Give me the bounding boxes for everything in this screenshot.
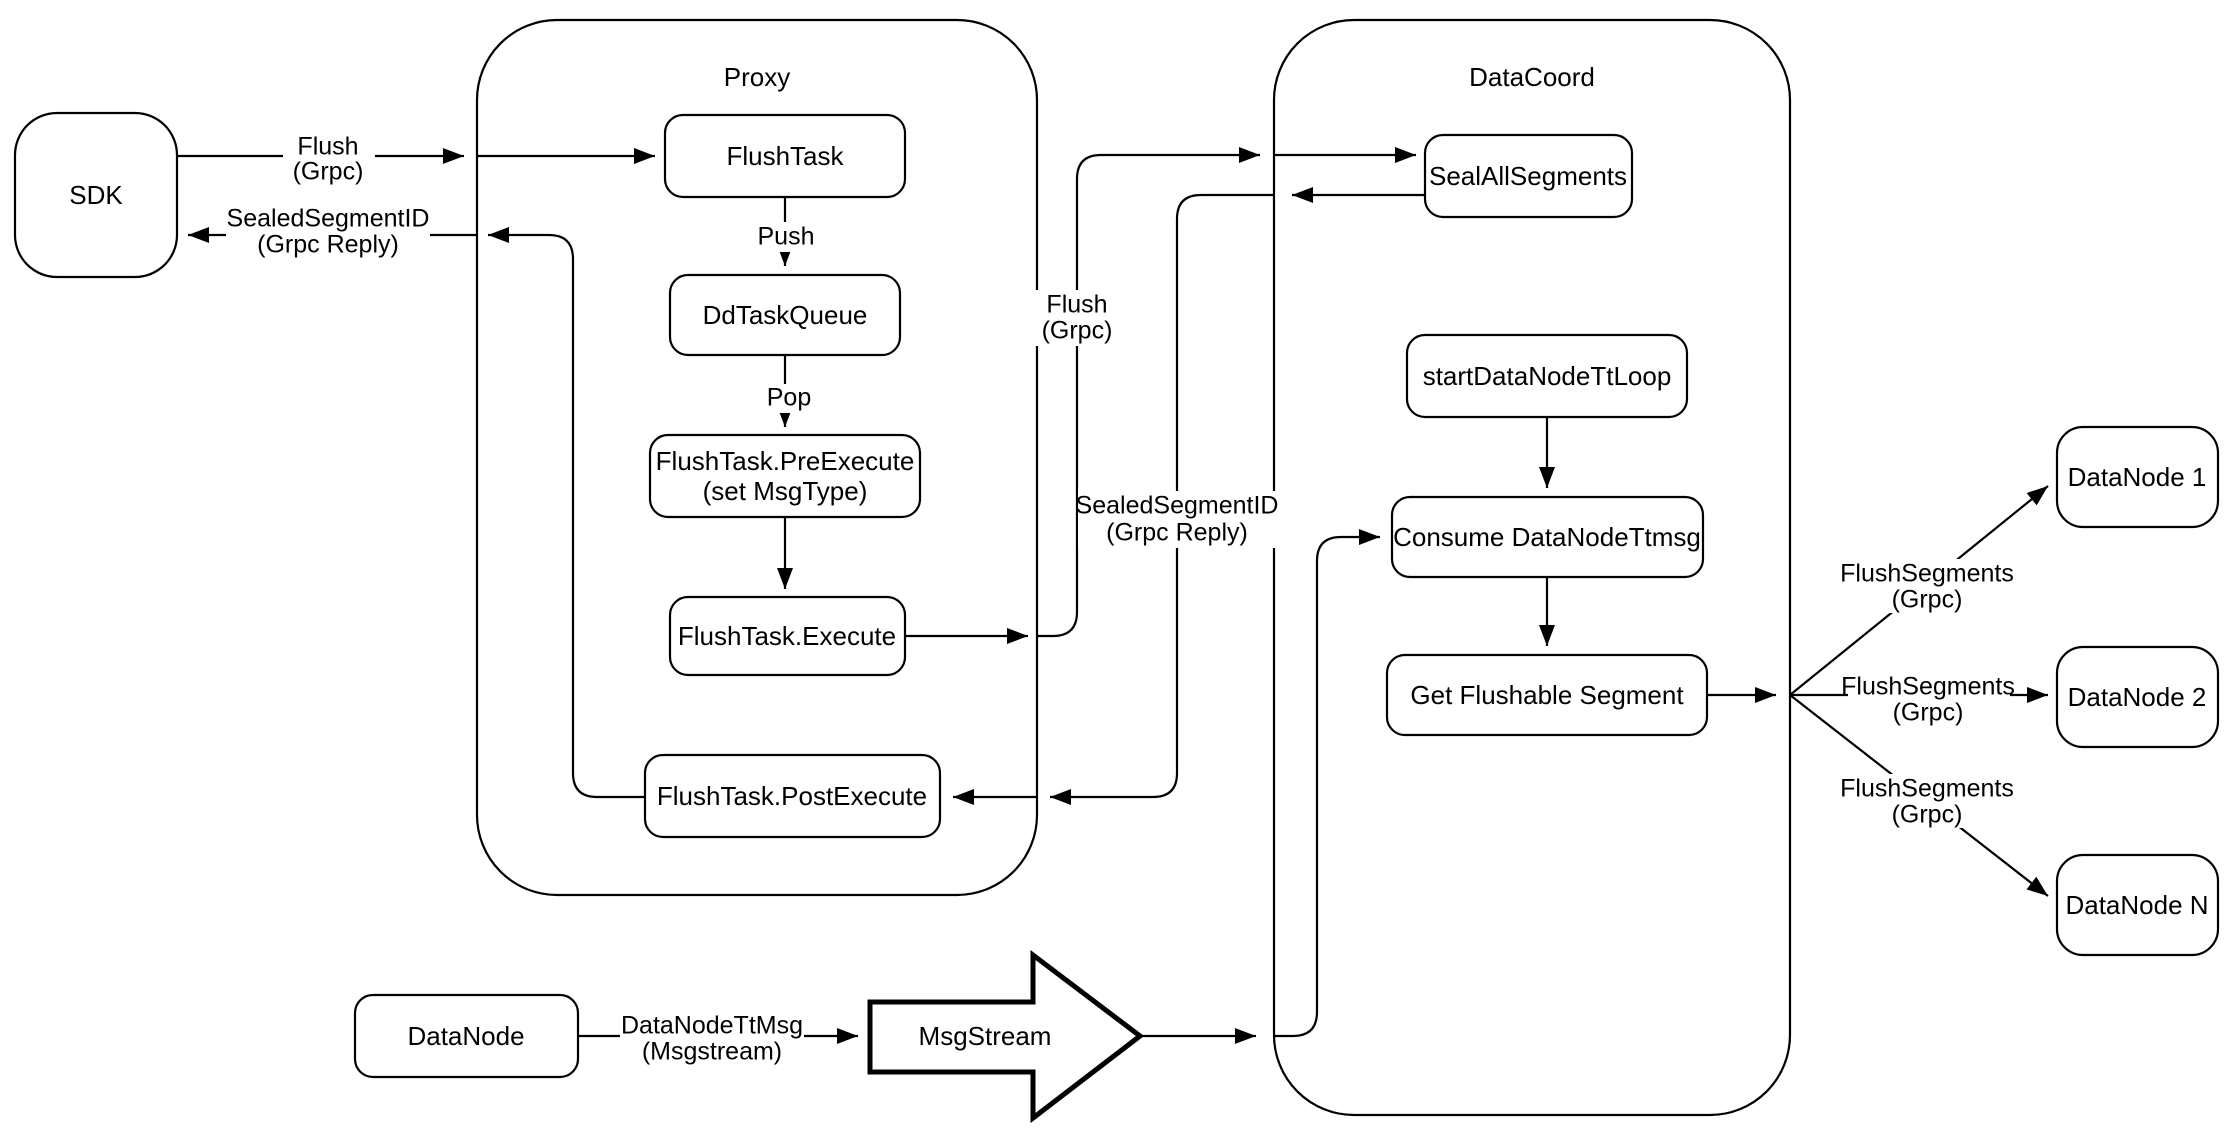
preexecute-box	[648, 433, 922, 519]
edge-label-grpc: (Grpc)	[1892, 586, 1963, 614]
node-preexecute: FlushTask.PreExecute (set MsgType)	[648, 433, 922, 519]
preexecute-label-line2: (set MsgType)	[703, 476, 868, 506]
msgstream-label: MsgStream	[919, 1021, 1052, 1051]
label-sealedsegmentid-mid: SealedSegmentID (Grpc Reply)	[1076, 491, 1279, 548]
node-getflushablesegment: Get Flushable Segment	[1385, 653, 1709, 737]
edge-msgstream-route-to-consume	[1274, 529, 1380, 1038]
node-flushtask: FlushTask	[663, 113, 907, 199]
edge-label-sealedsegmentid: SealedSegmentID	[1076, 492, 1279, 520]
preexecute-label-line1: FlushTask.PreExecute	[656, 446, 915, 476]
datacoord-container	[1272, 18, 1792, 1117]
edge-label-flush-grpc: (Grpc)	[293, 158, 364, 186]
consumedatanodettmsg-label: Consume DataNodeTtmsg	[1393, 522, 1701, 552]
label-pop: Pop	[758, 384, 820, 413]
label-flush-grpc-mid: Flush (Grpc)	[1031, 290, 1124, 346]
label-sealedsegmentid-sdk: SealedSegmentID (Grpc Reply)	[226, 205, 430, 260]
edge-flush-route-to-datacoord-border	[1037, 147, 1260, 638]
edge-label-flush: Flush	[1046, 291, 1107, 319]
label-push: Push	[748, 222, 824, 252]
edge-label-msgstream-paren: (Msgstream)	[642, 1038, 782, 1066]
edge-label-flushsegments: FlushSegments	[1840, 775, 2014, 803]
consumedatanodettmsg-box	[1390, 495, 1705, 579]
node-datanoden: DataNode N	[2055, 853, 2220, 957]
datanode2-label: DataNode 2	[2068, 682, 2207, 712]
label-bg	[226, 205, 430, 260]
edge-label-flush-grpc: (Grpc)	[1042, 317, 1113, 345]
sdk-label: SDK	[69, 180, 123, 210]
edge-label-grpc-reply: (Grpc Reply)	[1106, 519, 1248, 547]
node-datanode1: DataNode 1	[2055, 425, 2220, 529]
label-flushsegments-3: FlushSegments (Grpc)	[1840, 774, 2014, 829]
datacoord-title: DataCoord	[1469, 62, 1595, 92]
node-postexecute: FlushTask.PostExecute	[643, 753, 942, 839]
label-bg	[620, 1011, 804, 1063]
edge-label-flush: Flush	[297, 133, 358, 161]
label-flush-grpc-sdk: Flush (Grpc)	[283, 132, 375, 186]
edge-postexecute-to-proxy-border	[488, 227, 645, 799]
getflushablesegment-label: Get Flushable Segment	[1410, 680, 1684, 710]
proxy-title: Proxy	[724, 62, 790, 92]
edge-label-flushsegments: FlushSegments	[1841, 673, 2015, 701]
datanoden-label: DataNode N	[2065, 890, 2208, 920]
edge-label-datanodettmsg: DataNodeTtMsg	[621, 1012, 803, 1040]
datanode1-box	[2055, 425, 2220, 529]
edge-label-sealedsegmentid: SealedSegmentID	[227, 205, 430, 233]
ddtaskqueue-box	[668, 273, 902, 357]
edge-label-push: Push	[758, 223, 815, 251]
flushtask-box	[663, 113, 907, 199]
node-consumedatanodettmsg: Consume DataNodeTtmsg	[1390, 495, 1705, 579]
label-bg	[758, 384, 820, 413]
datanode-source-label: DataNode	[407, 1021, 524, 1051]
sealallsegments-label: SealAllSegments	[1429, 161, 1627, 191]
datanode1-label: DataNode 1	[2068, 462, 2207, 492]
label-datanodettmsg: DataNodeTtMsg (Msgstream)	[620, 1011, 804, 1066]
proxy-container	[475, 18, 1039, 897]
label-bg	[1847, 559, 2009, 613]
node-datanode2: DataNode 2	[2055, 645, 2220, 749]
datanode2-box	[2055, 645, 2220, 749]
node-startdatanodettloop: startDataNodeTtLoop	[1405, 333, 1689, 419]
postexecute-label: FlushTask.PostExecute	[657, 781, 927, 811]
label-bg	[748, 222, 824, 252]
execute-box	[668, 595, 907, 677]
ddtaskqueue-label: DdTaskQueue	[703, 300, 868, 330]
datanoden-box	[2055, 853, 2220, 957]
flushtask-label: FlushTask	[726, 141, 844, 171]
edge-label-pop: Pop	[767, 384, 811, 412]
execute-label: FlushTask.Execute	[678, 621, 896, 651]
edge-label-grpc: (Grpc)	[1893, 699, 1964, 727]
edge-label-flushsegments: FlushSegments	[1840, 560, 2014, 588]
node-execute: FlushTask.Execute	[668, 595, 907, 677]
startdatanodettloop-box	[1405, 333, 1689, 419]
node-ddtaskqueue: DdTaskQueue	[668, 273, 902, 357]
node-sdk: SDK	[13, 111, 179, 279]
label-bg	[1078, 491, 1276, 548]
getflushablesegment-box	[1385, 653, 1709, 737]
sealallsegments-box	[1423, 133, 1634, 219]
edge-label-grpc-reply: (Grpc Reply)	[257, 231, 399, 259]
sdk-box	[13, 111, 179, 279]
node-sealallsegments: SealAllSegments	[1423, 133, 1634, 219]
edge-label-grpc: (Grpc)	[1892, 801, 1963, 829]
node-datanode-source: DataNode	[353, 993, 580, 1079]
msgstream-block-arrow	[867, 949, 1145, 1124]
node-msgstream: MsgStream	[867, 949, 1145, 1124]
postexecute-box	[643, 753, 942, 839]
label-flushsegments-2: FlushSegments (Grpc)	[1841, 672, 2015, 727]
datanode-source-box	[353, 993, 580, 1079]
label-bg	[1847, 774, 2009, 828]
label-bg	[1031, 290, 1124, 346]
label-flushsegments-1: FlushSegments (Grpc)	[1840, 559, 2014, 614]
label-bg	[1848, 672, 2010, 726]
label-bg	[283, 132, 375, 184]
startdatanodettloop-label: startDataNodeTtLoop	[1423, 361, 1672, 391]
